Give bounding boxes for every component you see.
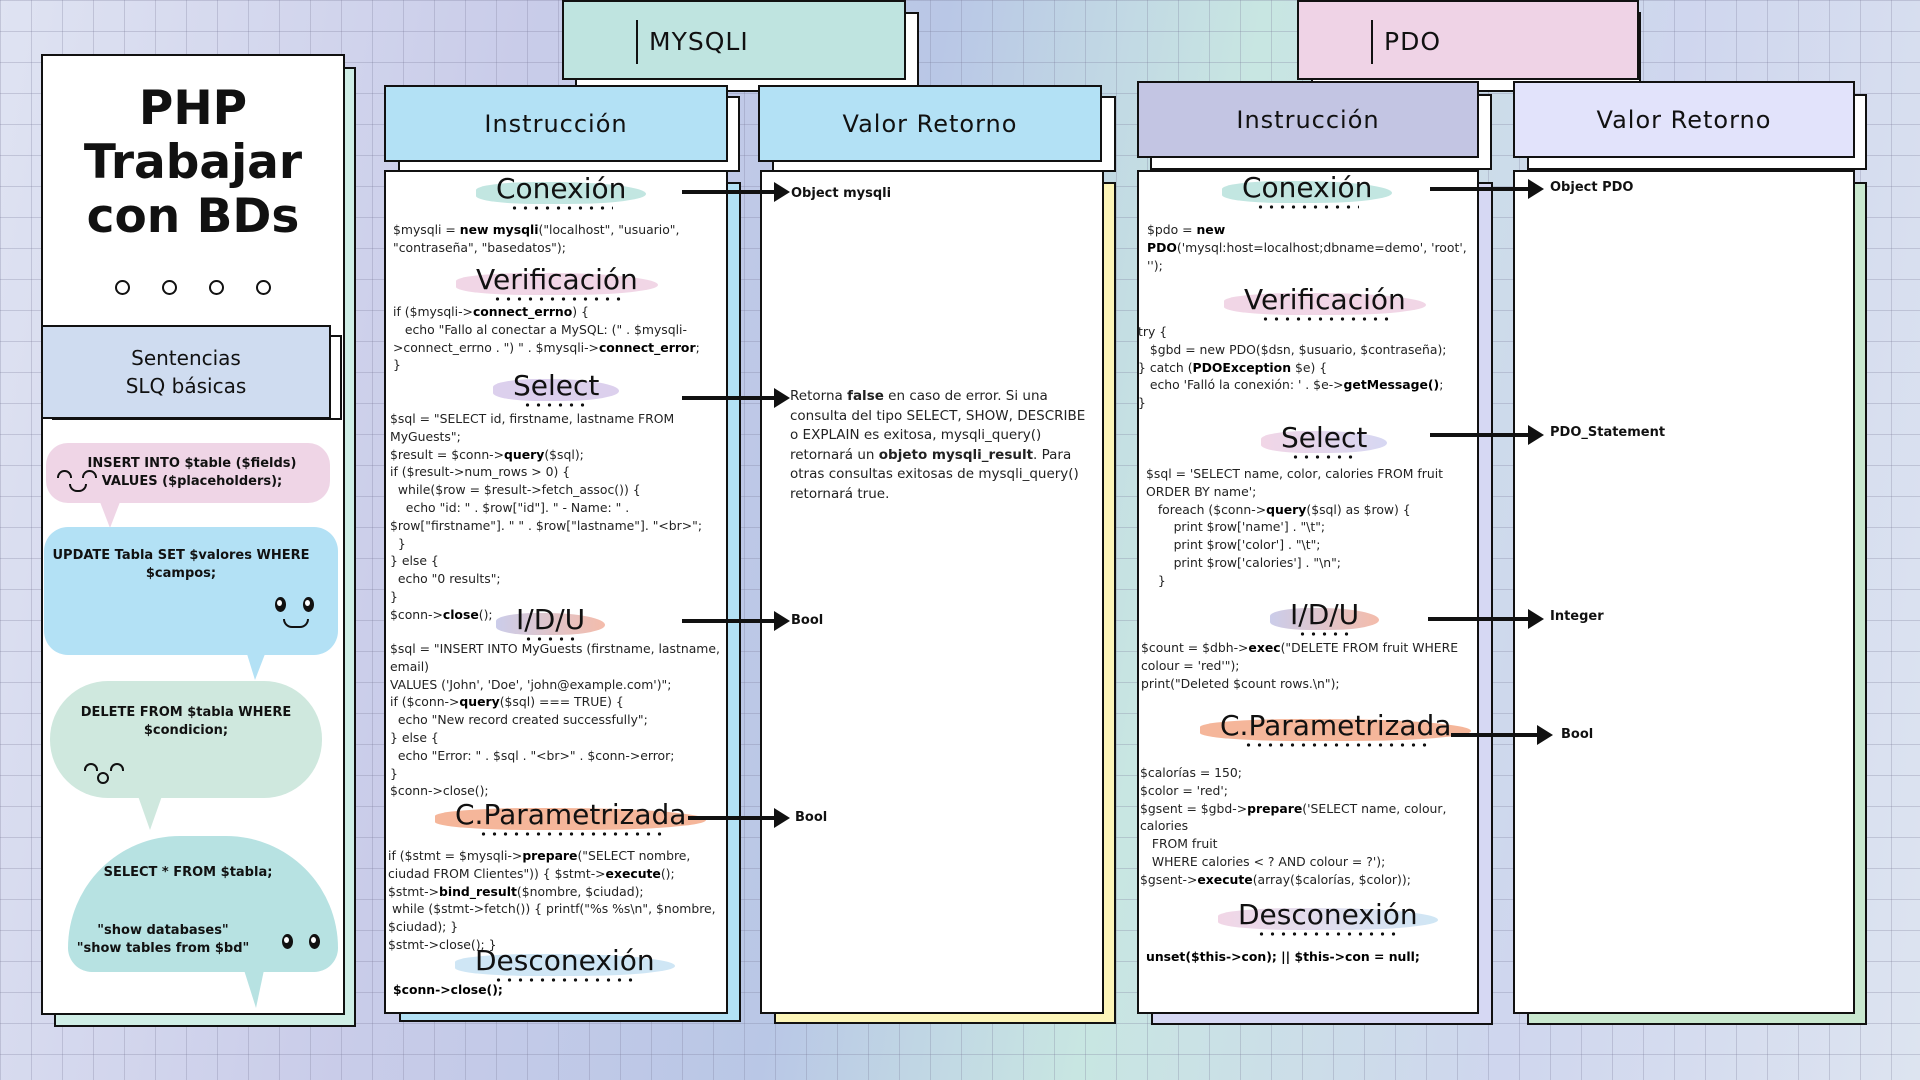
mysqli-idu-code: $sql = "INSERT INTO MyGuests (firstname,… bbox=[390, 641, 720, 799]
mysqli-param-code: if ($stmt = $mysqli->prepare("SELECT nom… bbox=[388, 848, 716, 952]
pdo-return-conexion: Object PDO bbox=[1550, 180, 1634, 195]
mysqli-section-conexion: Conexión bbox=[476, 172, 647, 210]
arrow-right-icon bbox=[682, 388, 790, 408]
mysqli-instruccion-title: Instrucción bbox=[484, 109, 628, 138]
delete-bubble: DELETE FROM $tabla WHERE $condicion; bbox=[50, 681, 322, 798]
mysqli-valor-body bbox=[760, 170, 1104, 1014]
arrow-right-icon bbox=[688, 808, 790, 828]
mysqli-header-bar bbox=[636, 20, 638, 64]
mysqli-return-idu: Bool bbox=[791, 613, 824, 628]
pdo-label: PDO bbox=[1384, 27, 1442, 56]
pdo-instruccion-header: Instrucción bbox=[1137, 81, 1479, 158]
update-statement: UPDATE Tabla SET $valores WHERE $campos; bbox=[52, 548, 310, 581]
mysqli-section-select: Select bbox=[493, 369, 620, 407]
face-eye-icon bbox=[303, 597, 314, 612]
mysqli-verificacion-code: if ($mysqli->connect_errno) { echo "Fall… bbox=[393, 304, 700, 373]
update-bubble: UPDATE Tabla SET $valores WHERE $campos; bbox=[44, 527, 338, 655]
pdo-idu-code: $count = $dbh->exec("DELETE FROM fruit W… bbox=[1141, 640, 1459, 691]
pdo-valor-header: Valor Retorno bbox=[1513, 81, 1855, 158]
pdo-param-code: $calorías = 150;$color = 'red';$gsent = … bbox=[1140, 765, 1447, 887]
decor-circle-icon bbox=[209, 280, 224, 295]
mysqli-return-select: Retorna false en caso de error. Si una c… bbox=[790, 388, 1086, 502]
delete-bubble-tail bbox=[138, 796, 162, 830]
pdo-return-param: Bool bbox=[1561, 727, 1594, 742]
pdo-valor-title: Valor Retorno bbox=[1596, 105, 1772, 134]
face-mouth-icon bbox=[97, 772, 109, 784]
arrow-right-icon bbox=[1430, 179, 1544, 199]
mysqli-header: MYSQLI bbox=[562, 0, 906, 80]
mysqli-conexion-code: $mysqli = new mysqli("localhost", "usuar… bbox=[393, 222, 680, 255]
subtitle-line-1: Sentencias bbox=[131, 346, 241, 370]
face-eye-icon bbox=[309, 934, 320, 949]
pdo-section-select: Select bbox=[1261, 421, 1388, 459]
insert-bubble-tail bbox=[100, 502, 120, 528]
mysqli-select-code: $sql = "SELECT id, firstname, lastname F… bbox=[390, 411, 703, 622]
decor-circle-icon bbox=[256, 280, 271, 295]
title-line-2: Trabajar bbox=[83, 135, 303, 190]
title-line-1: PHP bbox=[138, 81, 248, 136]
decor-circle-icon bbox=[162, 280, 177, 295]
page-title: PHP Trabajar con BDs bbox=[43, 82, 343, 244]
pdo-section-param: C.Parametrizada bbox=[1200, 709, 1472, 747]
mysqli-section-desconexion: Desconexión bbox=[455, 944, 675, 982]
arrow-right-icon bbox=[1430, 425, 1544, 445]
show-tables-statement: "show tables from $bd" bbox=[76, 941, 250, 956]
arrow-right-icon bbox=[1428, 609, 1544, 629]
title-line-3: con BDs bbox=[86, 189, 300, 244]
face-eye-icon bbox=[282, 934, 293, 949]
arrow-right-icon bbox=[682, 182, 790, 202]
subtitle-line-2: SLQ básicas bbox=[125, 374, 247, 398]
pdo-select-code: $sql = 'SELECT name, color, calories FRO… bbox=[1146, 466, 1444, 588]
mysqli-label: MYSQLI bbox=[649, 27, 749, 56]
arrow-right-icon bbox=[1451, 725, 1553, 745]
pdo-return-select: PDO_Statement bbox=[1550, 425, 1666, 440]
pdo-section-verificacion: Verificación bbox=[1224, 283, 1426, 321]
face-eye-icon bbox=[275, 597, 286, 612]
delete-statement: DELETE FROM $tabla WHERE $condicion; bbox=[80, 704, 292, 738]
pdo-instruccion-title: Instrucción bbox=[1236, 105, 1380, 134]
mysqli-section-param: C.Parametrizada bbox=[435, 798, 707, 836]
mysqli-section-verificacion: Verificación bbox=[456, 263, 658, 301]
pdo-desconexion-code: unset($this->con); || $this->con = null; bbox=[1146, 949, 1420, 964]
mysqli-section-idu: I/D/U bbox=[496, 603, 606, 641]
show-databases-statement: "show databases" bbox=[97, 923, 229, 938]
mysqli-return-param: Bool bbox=[795, 810, 828, 825]
face-eye-icon bbox=[84, 763, 98, 771]
pdo-section-desconexion: Desconexión bbox=[1218, 898, 1438, 936]
pdo-header-bar bbox=[1371, 20, 1373, 64]
mysqli-return-conexion: Object mysqli bbox=[791, 186, 892, 201]
subtitle-box: Sentencias SLQ básicas bbox=[41, 325, 331, 419]
pdo-section-idu: I/D/U bbox=[1270, 598, 1380, 636]
pdo-section-conexion: Conexión bbox=[1222, 171, 1393, 209]
pdo-valor-body bbox=[1513, 170, 1855, 1014]
arrow-right-icon bbox=[682, 611, 790, 631]
mysqli-instruccion-header: Instrucción bbox=[384, 85, 728, 162]
select-bubble: SELECT * FROM $tabla; "show databases" "… bbox=[68, 836, 338, 972]
face-eye-icon bbox=[82, 470, 97, 478]
mysqli-desconexion-code: $conn->close(); bbox=[393, 982, 503, 997]
face-eye-icon bbox=[57, 470, 72, 478]
mysqli-valor-title: Valor Retorno bbox=[842, 109, 1018, 138]
select-statement: SELECT * FROM $tabla; bbox=[103, 865, 273, 880]
pdo-verificacion-code: try { $gbd = new PDO($dsn, $usuario, $co… bbox=[1138, 324, 1447, 411]
mysqli-valor-header: Valor Retorno bbox=[758, 85, 1102, 162]
pdo-return-idu: Integer bbox=[1550, 609, 1604, 624]
insert-statement: INSERT INTO $table ($fields) VALUES ($pl… bbox=[87, 456, 297, 489]
insert-bubble: INSERT INTO $table ($fields) VALUES ($pl… bbox=[46, 443, 330, 503]
face-eye-icon bbox=[110, 763, 124, 771]
select-bubble-tail bbox=[244, 970, 264, 1008]
mysqli-instruccion-body bbox=[384, 170, 728, 1014]
decor-circle-icon bbox=[115, 280, 130, 295]
update-bubble-tail bbox=[247, 654, 265, 680]
pdo-header: PDO bbox=[1297, 0, 1639, 80]
